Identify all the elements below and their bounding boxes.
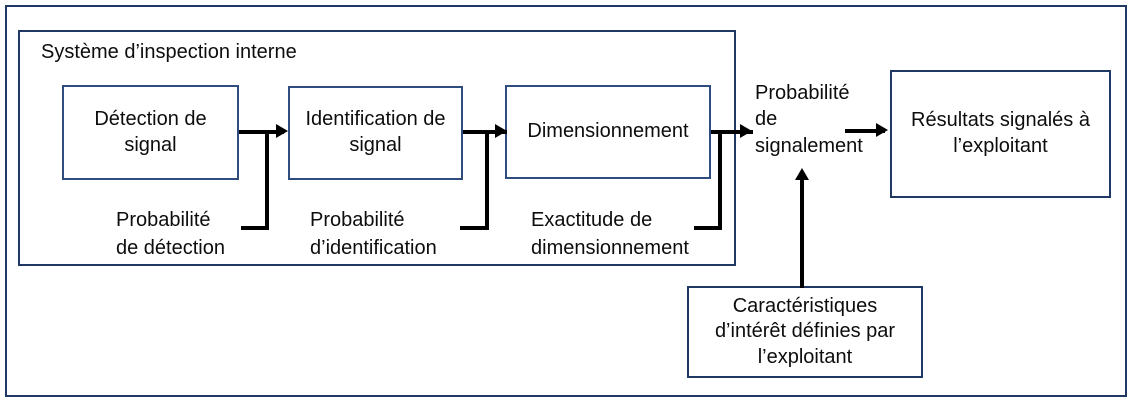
internal-inspection-system-frame	[18, 30, 736, 266]
box-operator-defined-characteristics[interactable]: Caractéristiques d’intérêt définies par …	[687, 286, 923, 378]
internal-inspection-system-title: Système d’inspection interne	[41, 41, 297, 63]
connector-characteristics-to-reporting-vertical	[800, 178, 804, 288]
arrowhead-reporting-to-results	[876, 123, 888, 137]
connector-detection-to-identification-horizontal	[239, 130, 284, 134]
box-reported-results[interactable]: Résultats signalés à l’exploitant	[890, 70, 1111, 198]
connector-sizing-accuracy-stub	[694, 226, 722, 230]
connector-probability-of-identification-stub	[460, 226, 488, 230]
outer-frame	[5, 5, 1127, 397]
box-signal-identification[interactable]: Identification de signal	[288, 86, 463, 180]
label-probability-of-reporting: Probabilité de signalement	[755, 82, 863, 157]
arrowhead-identification-to-sizing	[495, 124, 507, 138]
box-signal-detection[interactable]: Détection de signal	[62, 85, 239, 180]
label-probability-of-detection: Probabilité de détection	[116, 209, 225, 260]
connector-probability-of-detection-stub	[241, 226, 269, 230]
label-sizing-accuracy: Exactitude de dimensionnement	[531, 209, 689, 260]
arrowhead-sizing-to-reporting	[740, 124, 752, 138]
connector-reporting-to-results	[845, 129, 885, 133]
connector-sizing-accuracy-vertical	[718, 130, 722, 230]
label-probability-of-identification: Probabilité d’identification	[310, 209, 437, 260]
arrowhead-detection-to-identification	[276, 124, 288, 138]
connector-probability-of-identification-vertical	[485, 130, 489, 230]
connector-sizing-to-reporting-horizontal	[711, 130, 753, 134]
arrowhead-characteristics-to-reporting	[795, 168, 809, 180]
box-sizing[interactable]: Dimensionnement	[505, 85, 711, 179]
connector-probability-of-detection-vertical	[265, 130, 269, 230]
